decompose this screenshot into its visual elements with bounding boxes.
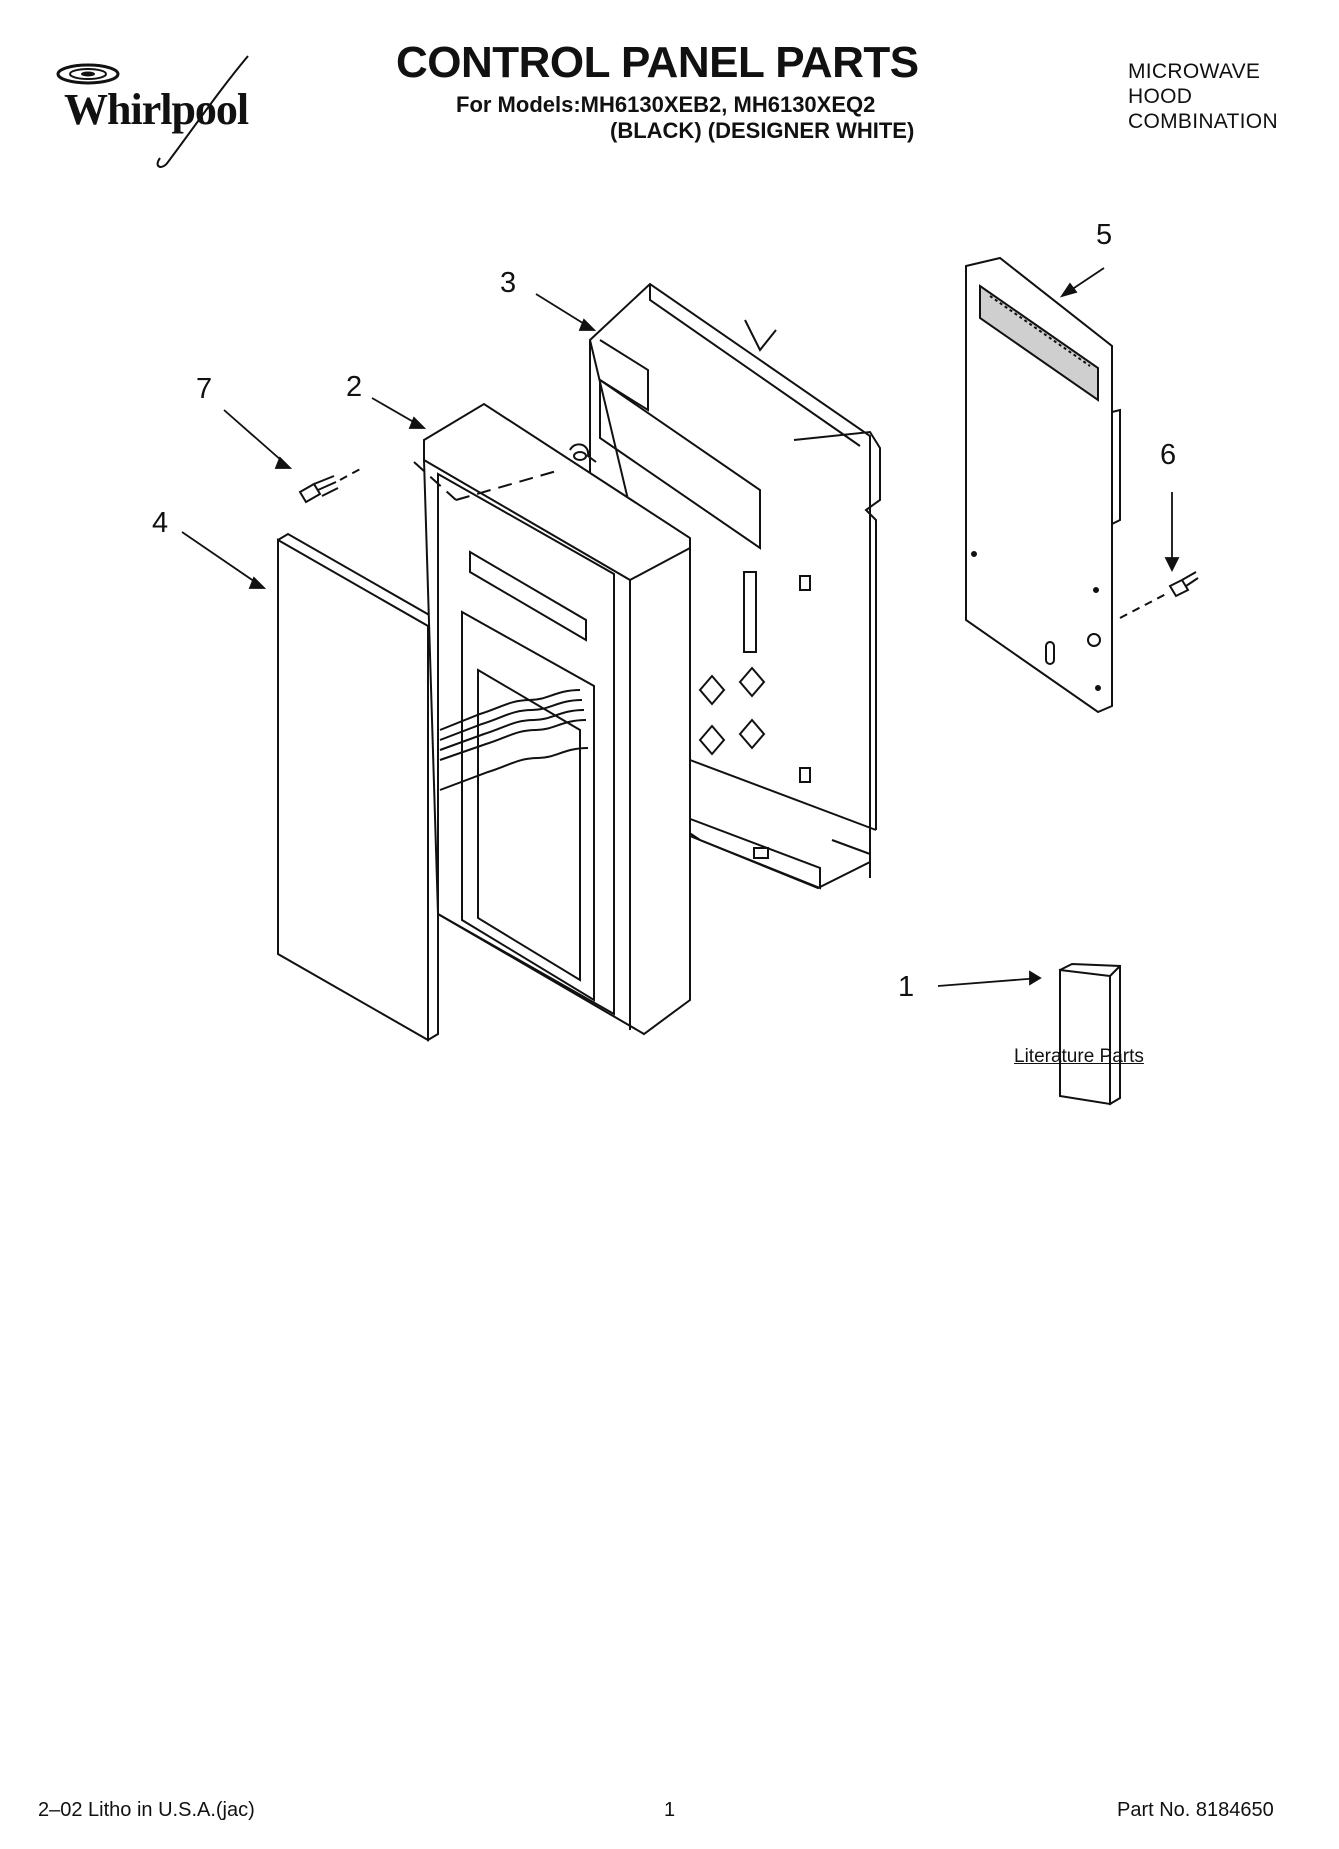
arrowhead-6: [1164, 557, 1180, 573]
leader-4: [181, 531, 265, 589]
arrowhead-1: [1029, 970, 1042, 986]
models-line: For Models:MH6130XEB2, MH6130XEQ2: [456, 92, 876, 117]
arrowhead-5: [1059, 282, 1078, 298]
part-7-screw: [298, 467, 363, 504]
product-type-line-2: HOOD: [1128, 85, 1193, 108]
footer-part-number: Part No. 8184650: [1117, 1799, 1274, 1821]
part-5-control-board: [965, 256, 1121, 714]
callout-7: 7: [196, 373, 212, 405]
product-type-line-3: COMBINATION: [1128, 110, 1278, 133]
callout-2: 2: [346, 371, 362, 403]
arrowhead-3: [578, 318, 597, 331]
ribbon-cable: [439, 689, 589, 791]
variants-line: (BLACK) (DESIGNER WHITE): [610, 118, 915, 143]
product-type-line-1: MICROWAVE: [1128, 60, 1261, 83]
callout-5: 5: [1096, 219, 1112, 251]
literature-parts-label: Literature Parts: [1014, 1046, 1144, 1067]
page-title: CONTROL PANEL PARTS: [396, 38, 919, 87]
callout-6: 6: [1160, 439, 1176, 471]
part-6-screw: [1119, 571, 1199, 619]
footer-litho: 2–02 Litho in U.S.A.(jac): [38, 1799, 255, 1821]
leader-1: [937, 977, 1041, 987]
part-1-literature: [1058, 962, 1121, 1106]
callout-3: 3: [500, 267, 516, 299]
arrowhead-2: [408, 416, 427, 429]
arrowhead-7: [274, 456, 293, 469]
callout-1: 1: [898, 971, 914, 1003]
brand-wordmark: Whirlpool: [64, 85, 249, 134]
callout-4: 4: [152, 507, 168, 539]
whirlpool-logo: [56, 55, 249, 168]
part-4-overlay-panel: [276, 532, 439, 1042]
footer-page-number: 1: [664, 1799, 676, 1821]
arrowhead-4: [248, 576, 267, 589]
part-2-control-frame: [413, 402, 691, 1036]
leader-arrows: [181, 267, 1180, 987]
